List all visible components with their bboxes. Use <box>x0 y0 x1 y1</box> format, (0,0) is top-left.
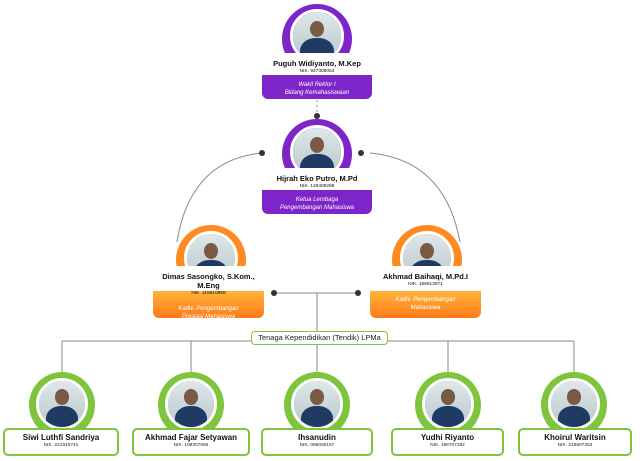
staff-name: Ihsanudin <box>298 433 336 442</box>
right-kadiv-nik: NIK. 168913871 <box>408 282 443 287</box>
staff-card: Akhmad Fajar Setyawan NIK. 108207066 <box>132 428 250 456</box>
connector-dot <box>271 290 277 296</box>
director-card: Hijrah Eko Putro, M.Pd NIK. 128409289 Ke… <box>262 168 372 214</box>
head-role-line2: Bidang Kemahasiswaan <box>284 90 350 96</box>
staff-name: Siwi Luthfi Sandriya <box>22 433 100 442</box>
connector-dot <box>358 150 364 156</box>
staff-name: Yudhi Riyanto <box>420 433 475 442</box>
left-kadiv-name: Dimas Sasongko, S.Kom., M.Eng <box>162 272 255 290</box>
right-kadiv-role-line2: Mahasiswa <box>410 305 441 311</box>
staff-name: Akhmad Fajar Setyawan <box>144 433 238 442</box>
avatar-head <box>290 9 344 63</box>
staff-nik: NIK. 198707282 <box>430 443 465 448</box>
avatar-staff <box>291 378 343 430</box>
avatar-staff <box>422 378 474 430</box>
staff-card: Ihsanudin NIK. 086005157 <box>261 428 373 456</box>
staff-nik: NIK. 108207066 <box>173 443 209 448</box>
left-kadiv-nik: NIK. 118510888 <box>191 291 226 296</box>
director-role-line2: Pengembangan Mahasiswa <box>279 205 355 211</box>
left-kadiv-role-line2: Prestasi Mahasiswa <box>181 314 236 320</box>
connector-dot <box>314 113 320 119</box>
right-kadiv-card: Akhmad Baihaqi, M.Pd.I NIK. 168913871 Ka… <box>370 266 481 318</box>
left-kadiv-card: Dimas Sasongko, S.Kom., M.Eng NIK. 11851… <box>153 266 264 320</box>
avatar-staff <box>165 378 217 430</box>
connector-dot <box>259 150 265 156</box>
director-nik: NIK. 128409289 <box>299 184 335 189</box>
director-role-line1: Ketua Lembaga <box>295 197 339 203</box>
staff-card: Siwi Luthfi Sandriya NIK. 221910741 <box>3 428 119 456</box>
staff-name: Khoirul Waritsin <box>544 433 606 442</box>
staff-nik: NIK. 086005157 <box>299 443 335 448</box>
connector-dot <box>355 290 361 296</box>
head-nik: NIK. 947308053 <box>299 69 335 74</box>
staff-nik: NIK. 218807253 <box>557 443 593 448</box>
head-name: Puguh Widiyanto, M.Kep <box>273 59 361 68</box>
staff-nik: NIK. 221910741 <box>43 443 79 448</box>
staff-card: Yudhi Riyanto NIK. 198707282 <box>391 428 504 456</box>
left-kadiv-role-line1: Kadiv. Pengembangan <box>178 306 239 312</box>
staff-group-label: Tenaga Kependidikan (Tendik) LPMa <box>251 331 388 345</box>
director-name: Hijrah Eko Putro, M.Pd <box>276 174 358 183</box>
head-card: Puguh Widiyanto, M.Kep NIK. 947308053 Wa… <box>262 53 372 99</box>
head-role-line1: Wakil Rektor I <box>298 82 336 88</box>
avatar-staff <box>36 378 88 430</box>
right-kadiv-name: Akhmad Baihaqi, M.Pd.I <box>382 272 468 281</box>
staff-card: Khoirul Waritsin NIK. 218807253 <box>518 428 632 456</box>
avatar-staff <box>548 378 600 430</box>
right-kadiv-role-line1: Kadiv. Pengembangan <box>395 297 456 303</box>
